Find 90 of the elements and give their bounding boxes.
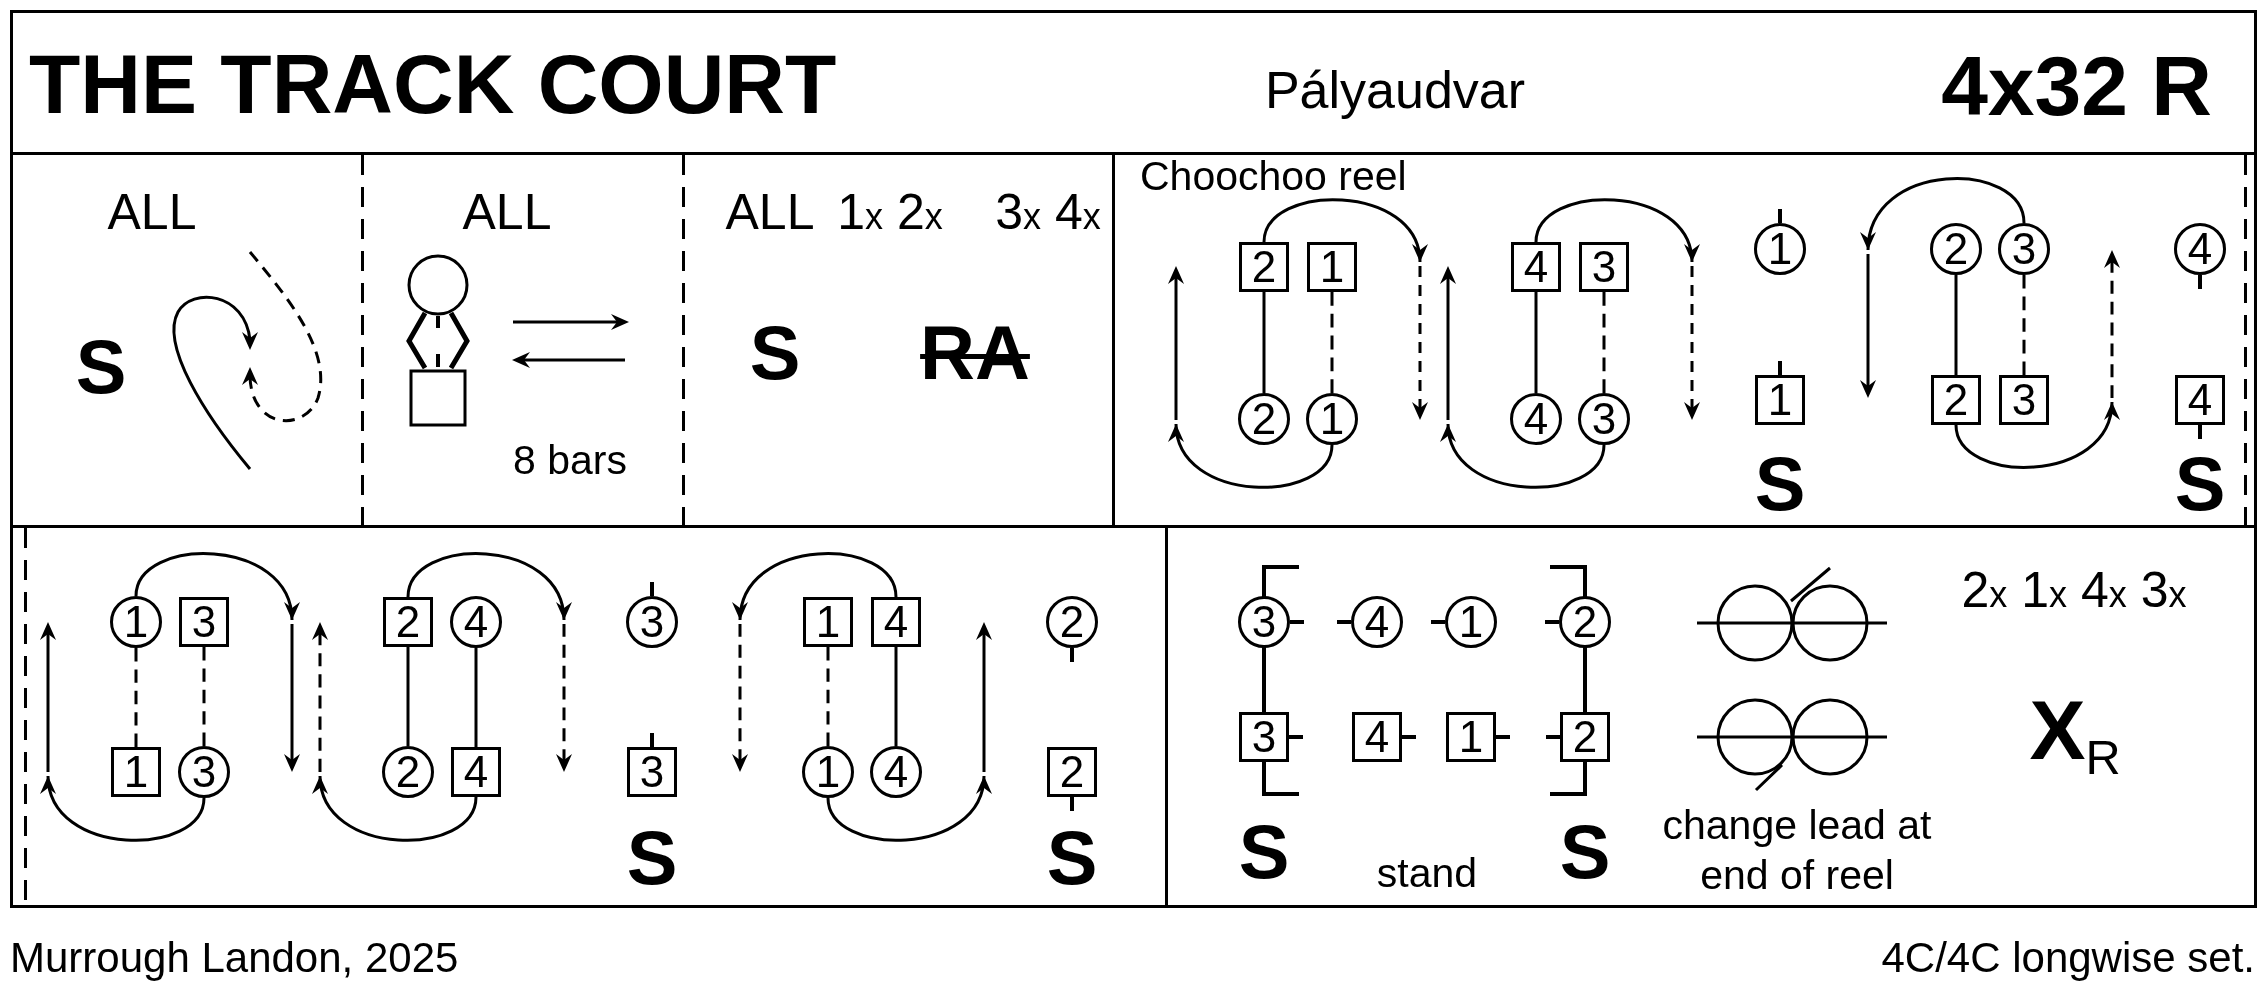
dancer-square: 3 <box>179 597 229 647</box>
dance-title: THE TRACK COURT <box>29 42 837 126</box>
dancer-circle: 3 <box>1238 596 1290 648</box>
figure-symbol: S <box>626 820 678 896</box>
connecting-line <box>1954 275 1958 375</box>
dancer-circle: 1 <box>110 596 162 648</box>
dancer-square: 3 <box>627 747 677 797</box>
figure-symbol: S <box>1238 814 1290 890</box>
curved-arrow <box>43 775 206 842</box>
curved-arrow <box>134 552 298 621</box>
figure-name: Choochoo reel <box>1140 155 1407 197</box>
dancer-square: 1 <box>111 747 161 797</box>
curved-arrow <box>826 775 989 842</box>
dancer-circle: 4 <box>870 746 922 798</box>
dancer-circle: 1 <box>1754 223 1806 275</box>
curved-arrow <box>1954 401 2118 469</box>
dancer-square: 2 <box>1931 375 1981 425</box>
dancer-circle: 2 <box>382 746 434 798</box>
figure-symbol: S <box>1046 820 1098 896</box>
figure-panel <box>10 528 1168 908</box>
connecting-line <box>1330 292 1334 393</box>
connecting-line <box>134 648 138 747</box>
dancer-square: 4 <box>1352 712 1402 762</box>
figure-panel <box>10 155 364 528</box>
dancer-square: 4 <box>871 597 921 647</box>
dancer-circle: 4 <box>1351 596 1403 648</box>
dancer-circle: 1 <box>802 746 854 798</box>
note-text: stand <box>1376 852 1478 894</box>
dancer-circle: 3 <box>626 596 678 648</box>
connecting-line <box>474 648 478 747</box>
connecting-line <box>1534 292 1538 393</box>
dancers-label: ALL <box>725 187 815 237</box>
curved-arrow <box>1171 423 1334 489</box>
curved-arrow <box>1443 423 1606 489</box>
dancer-circle: 4 <box>450 596 502 648</box>
dancer-square: 4 <box>451 747 501 797</box>
dancer-square: 1 <box>1307 242 1357 292</box>
dancer-circle: 2 <box>1930 223 1982 275</box>
dancer-circle: 2 <box>1238 393 1290 445</box>
curved-arrow <box>734 552 898 621</box>
dancer-circle: 4 <box>1510 393 1562 445</box>
connecting-line <box>2022 275 2026 375</box>
curved-arrow <box>1862 177 2026 251</box>
dancers-label: ALL <box>107 187 197 237</box>
figure-panel <box>1112 155 2257 528</box>
dancer-square: 1 <box>1755 375 1805 425</box>
dancer-circle: 3 <box>1998 223 2050 275</box>
dancer-square: 1 <box>1446 712 1496 762</box>
connecting-line <box>1262 292 1266 393</box>
connecting-line <box>1602 292 1606 393</box>
connecting-line <box>826 647 830 746</box>
dancer-circle: 1 <box>1306 393 1358 445</box>
set-format: 4C/4C longwise set. <box>1881 937 2255 979</box>
figure-symbol: S <box>749 315 801 391</box>
crossed-out-symbol: RA <box>920 315 1030 391</box>
figure-symbol: S <box>1754 446 1806 522</box>
dancer-square: 3 <box>1239 712 1289 762</box>
dancer-circle: 3 <box>1578 393 1630 445</box>
connecting-line <box>406 647 410 746</box>
dancer-square: 2 <box>1560 712 1610 762</box>
dancer-circle: 1 <box>1445 596 1497 648</box>
note-text: change lead at end of reel <box>1661 801 1933 900</box>
curved-arrow <box>406 552 570 621</box>
bars-note: 8 bars <box>513 439 627 481</box>
dancer-square: 1 <box>803 597 853 647</box>
curved-arrow <box>1262 198 1425 263</box>
dancer-square: 3 <box>1999 375 2049 425</box>
dance-format: 4x32 R <box>1941 44 2212 128</box>
curved-arrow <box>315 775 478 842</box>
dancer-square: 4 <box>2175 375 2225 425</box>
dancer-square: 2 <box>1047 747 1097 797</box>
figure-symbol: S <box>1559 814 1611 890</box>
figure-symbol: X$_{R}$ <box>2029 688 2121 782</box>
dancer-circle: 4 <box>2174 223 2226 275</box>
dancer-circle: 3 <box>178 746 230 798</box>
figure-panel <box>1168 528 2257 908</box>
figure-panel <box>364 155 685 528</box>
dancer-square: 4 <box>1511 242 1561 292</box>
dancer-circle: 2 <box>1046 596 1098 648</box>
dancers-label: ALL <box>462 187 552 237</box>
dancer-circle: 2 <box>1559 596 1611 648</box>
dancer-square: 2 <box>383 597 433 647</box>
dancer-square: 2 <box>1239 242 1289 292</box>
dancer-square: 3 <box>1579 242 1629 292</box>
figure-symbol: S <box>75 329 127 405</box>
author-credit: Murrough Landon, 2025 <box>10 937 459 979</box>
connecting-line <box>894 647 898 746</box>
figure-symbol: S <box>2174 446 2226 522</box>
connecting-line <box>202 647 206 746</box>
curved-arrow <box>1534 198 1697 263</box>
